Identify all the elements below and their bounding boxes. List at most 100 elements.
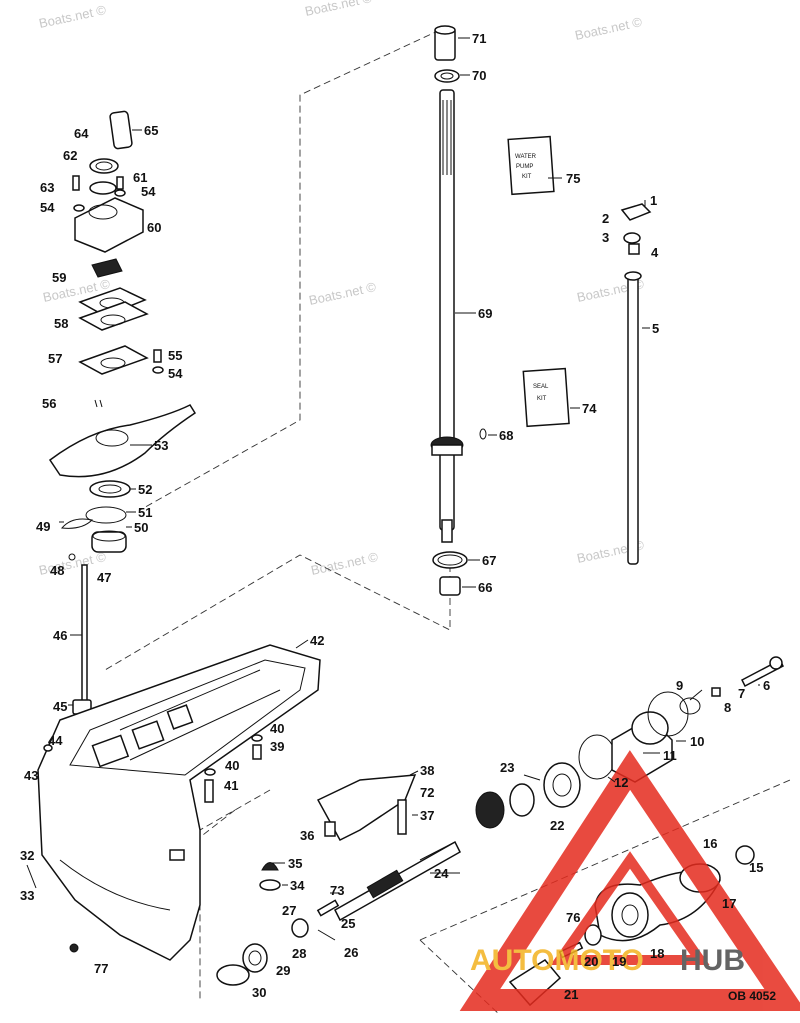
seal-cone <box>261 862 279 871</box>
kit-text: WATER <box>515 154 537 160</box>
part-label: 48 <box>50 563 64 578</box>
part-label: 22 <box>550 818 564 833</box>
part-label: 24 <box>434 866 449 881</box>
part-label: 34 <box>290 878 305 893</box>
part-label: 7 <box>738 686 745 701</box>
part-label: 64 <box>74 126 89 141</box>
o-ring <box>578 734 616 780</box>
part-label: 40 <box>225 758 239 773</box>
part-label: 62 <box>63 148 77 163</box>
pinion-bearing <box>216 964 250 986</box>
part-label: 12 <box>614 775 628 790</box>
part-label: 16 <box>703 836 717 851</box>
gasket <box>78 301 149 331</box>
part-label: 40 <box>270 721 284 736</box>
diagram-code: OB 4052 <box>728 989 776 1003</box>
watermark: Boats.net © <box>574 14 644 43</box>
part-label: 3 <box>602 230 609 245</box>
part-label: 32 <box>20 848 34 863</box>
part-label: 58 <box>54 316 68 331</box>
part-label: 73 <box>330 883 344 898</box>
part-label: 33 <box>20 888 34 903</box>
part-label: 2 <box>602 211 609 226</box>
part-label: 20 <box>584 954 598 969</box>
kit-text: SEAL <box>533 384 549 390</box>
propeller-shaft <box>334 840 461 922</box>
kit-text: KIT <box>537 396 547 402</box>
water-pump-assembly <box>48 110 197 553</box>
forward-gear <box>475 791 505 829</box>
part-label: 39 <box>270 739 284 754</box>
shift-rod <box>627 273 639 565</box>
face-plate <box>78 345 149 375</box>
part-label: 18 <box>650 946 664 961</box>
reverse-gear <box>543 762 581 808</box>
part-label: 10 <box>690 734 704 749</box>
part-label: 44 <box>48 733 63 748</box>
part-label: 8 <box>724 700 731 715</box>
part-label: 21 <box>564 987 578 1002</box>
oil-seal <box>89 480 131 498</box>
part-label: 72 <box>420 785 434 800</box>
part-label: 54 <box>141 184 156 199</box>
driveshaft-ring <box>434 69 460 83</box>
shift-shaft <box>81 564 88 706</box>
impeller <box>91 258 123 278</box>
part-label: 11 <box>663 748 677 763</box>
shift-rod-bushing <box>620 203 652 221</box>
part-label: 43 <box>24 768 38 783</box>
part-label: 45 <box>53 699 67 714</box>
part-label: 41 <box>224 778 238 793</box>
part-label: 36 <box>300 828 314 843</box>
watermark: Boats.net © <box>38 2 108 31</box>
part-label: 75 <box>566 171 580 186</box>
part-label: 46 <box>53 628 67 643</box>
part-label: 55 <box>168 348 182 363</box>
watermark: Boats.net © <box>304 0 374 19</box>
part-label: 56 <box>42 396 56 411</box>
part-label: 57 <box>48 351 62 366</box>
part-label: 17 <box>722 896 736 911</box>
propeller-nut <box>735 845 755 865</box>
part-label: 76 <box>566 910 580 925</box>
part-label: 54 <box>168 366 183 381</box>
thrust-hub <box>584 924 602 946</box>
part-label: 69 <box>478 306 492 321</box>
automotohub-logo: AUTOMOTO HUB <box>459 750 800 1011</box>
part-label: 35 <box>288 856 302 871</box>
part-label: 54 <box>40 200 55 215</box>
part-label: 29 <box>276 963 290 978</box>
leader-lines <box>59 37 760 894</box>
bushing <box>91 531 127 553</box>
part-label: 28 <box>292 946 306 961</box>
part-label: 6 <box>763 678 770 693</box>
part-label: 5 <box>652 321 659 336</box>
driveshaft <box>430 89 464 543</box>
part-label: 42 <box>310 633 324 648</box>
logo-text-right: HUB <box>680 944 745 977</box>
part-label: 49 <box>36 519 50 534</box>
clutch <box>291 918 309 938</box>
logo-text-left: AUTOMOTO <box>470 944 644 977</box>
part-label: 66 <box>478 580 492 595</box>
part-label: 68 <box>499 428 513 443</box>
kit-text: KIT <box>522 174 532 180</box>
part-label: 51 <box>138 505 152 520</box>
seal-kit: SEAL KIT <box>522 367 570 428</box>
part-label: 15 <box>749 860 763 875</box>
kit-text: PUMP <box>516 164 533 170</box>
pinion-gear <box>242 943 268 973</box>
water-pump-base <box>48 404 197 478</box>
gearcase-housing <box>37 644 321 961</box>
part-label: 9 <box>676 678 683 693</box>
part-label: 59 <box>52 270 66 285</box>
water-pump-housing <box>74 197 144 253</box>
part-label: 61 <box>133 170 147 185</box>
part-label: 27 <box>282 903 296 918</box>
part-label: 52 <box>138 482 152 497</box>
part-label: 25 <box>341 916 355 931</box>
watermark: Boats.net © <box>310 549 380 578</box>
part-label: 74 <box>582 401 597 416</box>
part-labels: 71 70 65 64 62 61 63 54 54 60 75 1 2 3 4… <box>20 31 770 1002</box>
